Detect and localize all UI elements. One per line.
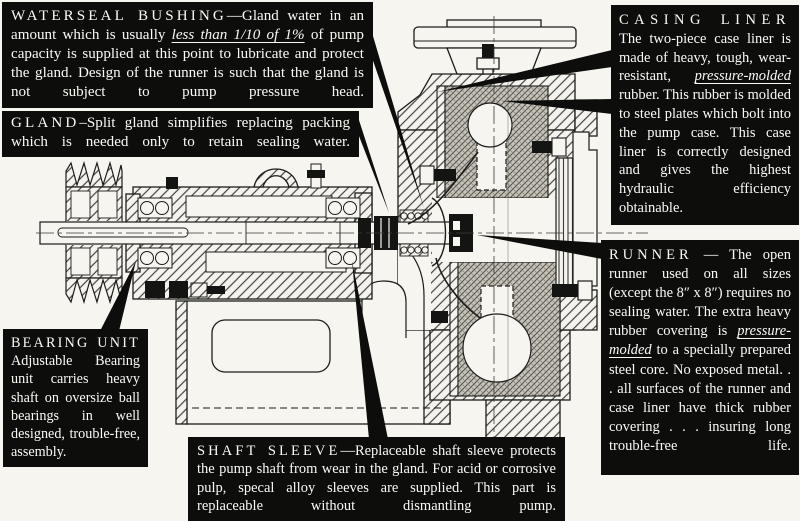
callout-casing-liner: CASING LINER The two-piece case liner is … [611, 5, 799, 225]
callout-shaft-text: SHAFT SLEEVE—Replaceable shaft sleeve pr… [197, 442, 556, 516]
callout-runner-text: RUNNER — The open runner used on all siz… [609, 246, 791, 456]
leader-gland [357, 114, 389, 213]
leader-shaft-sleeve [352, 261, 388, 439]
waterseal-bushing-part [399, 209, 429, 257]
leader-waterseal-bushing [370, 26, 424, 208]
backplate [361, 244, 431, 338]
title-separator: — [340, 443, 355, 459]
callout-gland-text: GLAND–Split gland simplifies replacing p… [11, 114, 350, 153]
text-segment: of pump capacity is supplied at this poi… [11, 26, 364, 100]
callout-bearing-unit: BEARING UNIT Adjustable Bearing unit carr… [3, 329, 148, 468]
text-segment: to a specially prepared steel core. No e… [609, 342, 791, 454]
title-separator: — [692, 247, 730, 263]
callout-gland: GLAND–Split gland simplifies replacing p… [2, 111, 359, 157]
leader-runner [477, 235, 602, 259]
gland-packing [358, 209, 429, 257]
text-segment-emphasized: pressure-molded [609, 323, 791, 359]
callout-casing-title: CASING LINER [619, 12, 791, 28]
callout-bearing-title: BEARING UNIT [11, 335, 140, 351]
text-segment: Adjustable Bearing unit carries heavy sh… [11, 353, 140, 461]
leader-casing-liner-2 [502, 99, 612, 114]
callout-casing-text: CASING LINER The two-piece case liner is … [619, 11, 791, 218]
callout-shaft-sleeve: SHAFT SLEEVE—Replaceable shaft sleeve pr… [188, 437, 565, 521]
leader-bearing-unit [100, 261, 136, 331]
text-segment: Gland water in an amount which is usuall… [11, 8, 364, 43]
text-segment: Replaceable shaft sleeve protects the pu… [197, 443, 556, 515]
text-segment: The two-piece case liner is made of heav… [619, 30, 791, 85]
text-segment-emphasized: pressure-molded [694, 68, 791, 85]
text-segment-emphasized: less than 1/10 of 1% [171, 26, 305, 43]
callout-waterseal-text: WATERSEAL BUSHING—Gland water in an amou… [11, 7, 364, 102]
text-segment: The open runner used on all sizes (excep… [609, 247, 791, 340]
text-segment: rubber. This rubber is molded to steel p… [619, 87, 791, 216]
callout-gland-title: GLAND [11, 115, 80, 131]
ball-bearings [137, 197, 361, 269]
callout-shaft-title: SHAFT SLEEVE [197, 443, 341, 459]
callout-runner-title: RUNNER [609, 247, 693, 263]
callout-waterseal-title: WATERSEAL BUSHING [11, 8, 227, 24]
callout-waterseal-bushing: WATERSEAL BUSHING—Gland water in an amou… [2, 2, 373, 108]
callout-runner: RUNNER — The open runner used on all siz… [601, 240, 799, 475]
title-separator: — [226, 8, 242, 24]
leader-lines [100, 26, 612, 439]
title-separator: – [79, 115, 87, 131]
leader-casing-liner-1 [437, 50, 612, 92]
volute-passages [462, 102, 532, 383]
callout-bearing-text: BEARING UNIT Adjustable Bearing unit carr… [11, 334, 140, 461]
text-segment: Split gland simplifies replacing packing… [11, 115, 350, 151]
